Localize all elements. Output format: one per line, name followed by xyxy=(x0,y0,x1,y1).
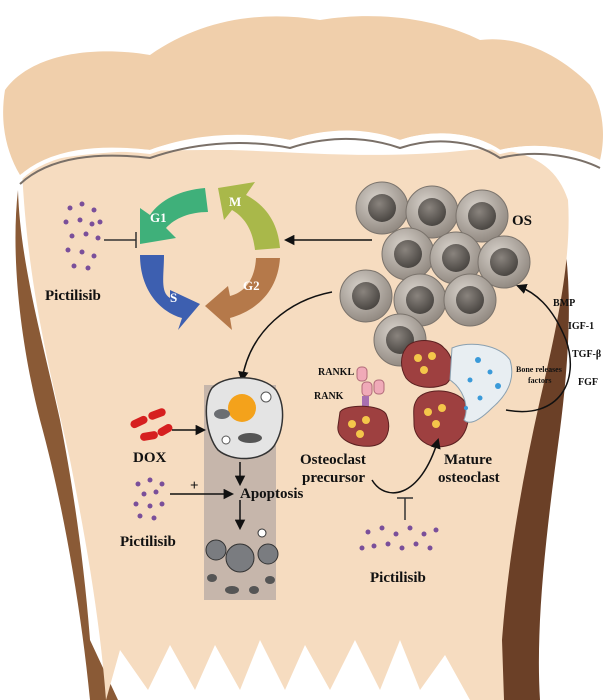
mid-pictilisib-group: + Pictilisib xyxy=(120,477,235,550)
dox-group: DOX xyxy=(130,408,207,466)
tumour-cell xyxy=(205,377,284,460)
factor-label-igf1: IGF-1 xyxy=(568,321,594,332)
bone-releases-label-1: Bone releases xyxy=(516,365,562,374)
osteoclast-precursor-label-1: Osteoclast xyxy=(300,452,366,468)
phase-label-g1: G1 xyxy=(150,210,167,225)
os-cell-nucleus xyxy=(368,194,396,222)
arrow-bone-factors-loop xyxy=(505,284,571,413)
os-cell-nucleus xyxy=(456,286,484,314)
arrow-differentiation xyxy=(371,437,441,494)
cycle-arrow-m xyxy=(218,182,280,250)
pictilisib-dots-bottom xyxy=(359,525,439,551)
dox-label: DOX xyxy=(133,450,167,466)
left-pictilisib-group: Pictilisib xyxy=(45,201,137,304)
mature-osteoclast-bottom xyxy=(413,390,469,448)
cell-mitochondrion xyxy=(214,409,230,419)
mature-osteoclast-label-2: osteoclast xyxy=(438,470,500,486)
rank-receptor xyxy=(362,396,369,410)
pictilisib-label-mid: Pictilisib xyxy=(120,534,176,550)
pictilisib-dots-mid xyxy=(133,477,165,521)
cell-vacuole-1 xyxy=(260,391,272,403)
arrow-os-to-cell xyxy=(238,291,333,383)
cell-er xyxy=(238,433,262,443)
os-cell-nucleus xyxy=(418,198,446,226)
osteoclast-precursor xyxy=(337,405,390,447)
factor-label-fgf: FGF xyxy=(578,377,598,388)
os-label: OS xyxy=(512,213,532,229)
bone-releases-label-2: factors xyxy=(528,376,552,385)
cycle-arrow-s xyxy=(140,255,200,330)
osteoclast-precursor-label-2: precursor xyxy=(302,470,365,486)
rankl-rank-group: RANKL RANK xyxy=(314,366,385,410)
factor-label-bmp: BMP xyxy=(553,298,575,309)
phase-label-m: M xyxy=(229,194,241,209)
apoptotic-bodies xyxy=(205,528,279,594)
dox-molecules xyxy=(130,408,173,441)
phase-label-g2: G2 xyxy=(243,278,260,293)
bone-body xyxy=(3,16,603,700)
os-cell-nucleus xyxy=(406,286,434,314)
rankl-label: RANKL xyxy=(318,367,354,378)
os-cell-nucleus xyxy=(352,282,380,310)
cell-cycle: G1 M G2 S xyxy=(140,182,280,330)
phase-label-s: S xyxy=(170,290,177,305)
rankl-molecule-2 xyxy=(361,381,373,397)
rankl-molecule-1 xyxy=(356,366,368,382)
cycle-arrow-g1 xyxy=(140,188,208,244)
os-cell-nucleus xyxy=(442,244,470,272)
rank-label: RANK xyxy=(314,391,344,402)
pictilisib-dots-left xyxy=(63,201,103,271)
bone-head xyxy=(3,16,603,176)
plus-sign: + xyxy=(190,478,199,494)
os-cell-nucleus xyxy=(468,202,496,230)
mature-osteoclast-label-1: Mature xyxy=(444,452,492,468)
os-cell-nucleus xyxy=(394,240,422,268)
rankl-molecule-3 xyxy=(373,379,385,395)
mature-osteoclast-top xyxy=(401,340,453,388)
pictilisib-label-bottom: Pictilisib xyxy=(370,570,426,586)
growth-plate-line xyxy=(18,130,601,180)
apoptosis-label: Apoptosis xyxy=(240,486,304,502)
growth-plate-shadow xyxy=(19,137,601,185)
pictilisib-label-left: Pictilisib xyxy=(45,288,101,304)
cycle-arrow-g2 xyxy=(205,258,280,330)
cell-vacuole-2 xyxy=(221,435,231,445)
factor-label-tgfb: TGF-β xyxy=(572,349,601,360)
bone-resorption-matrix xyxy=(449,343,513,423)
os-cell-nucleus xyxy=(490,248,518,276)
cell-nucleus xyxy=(228,394,256,422)
